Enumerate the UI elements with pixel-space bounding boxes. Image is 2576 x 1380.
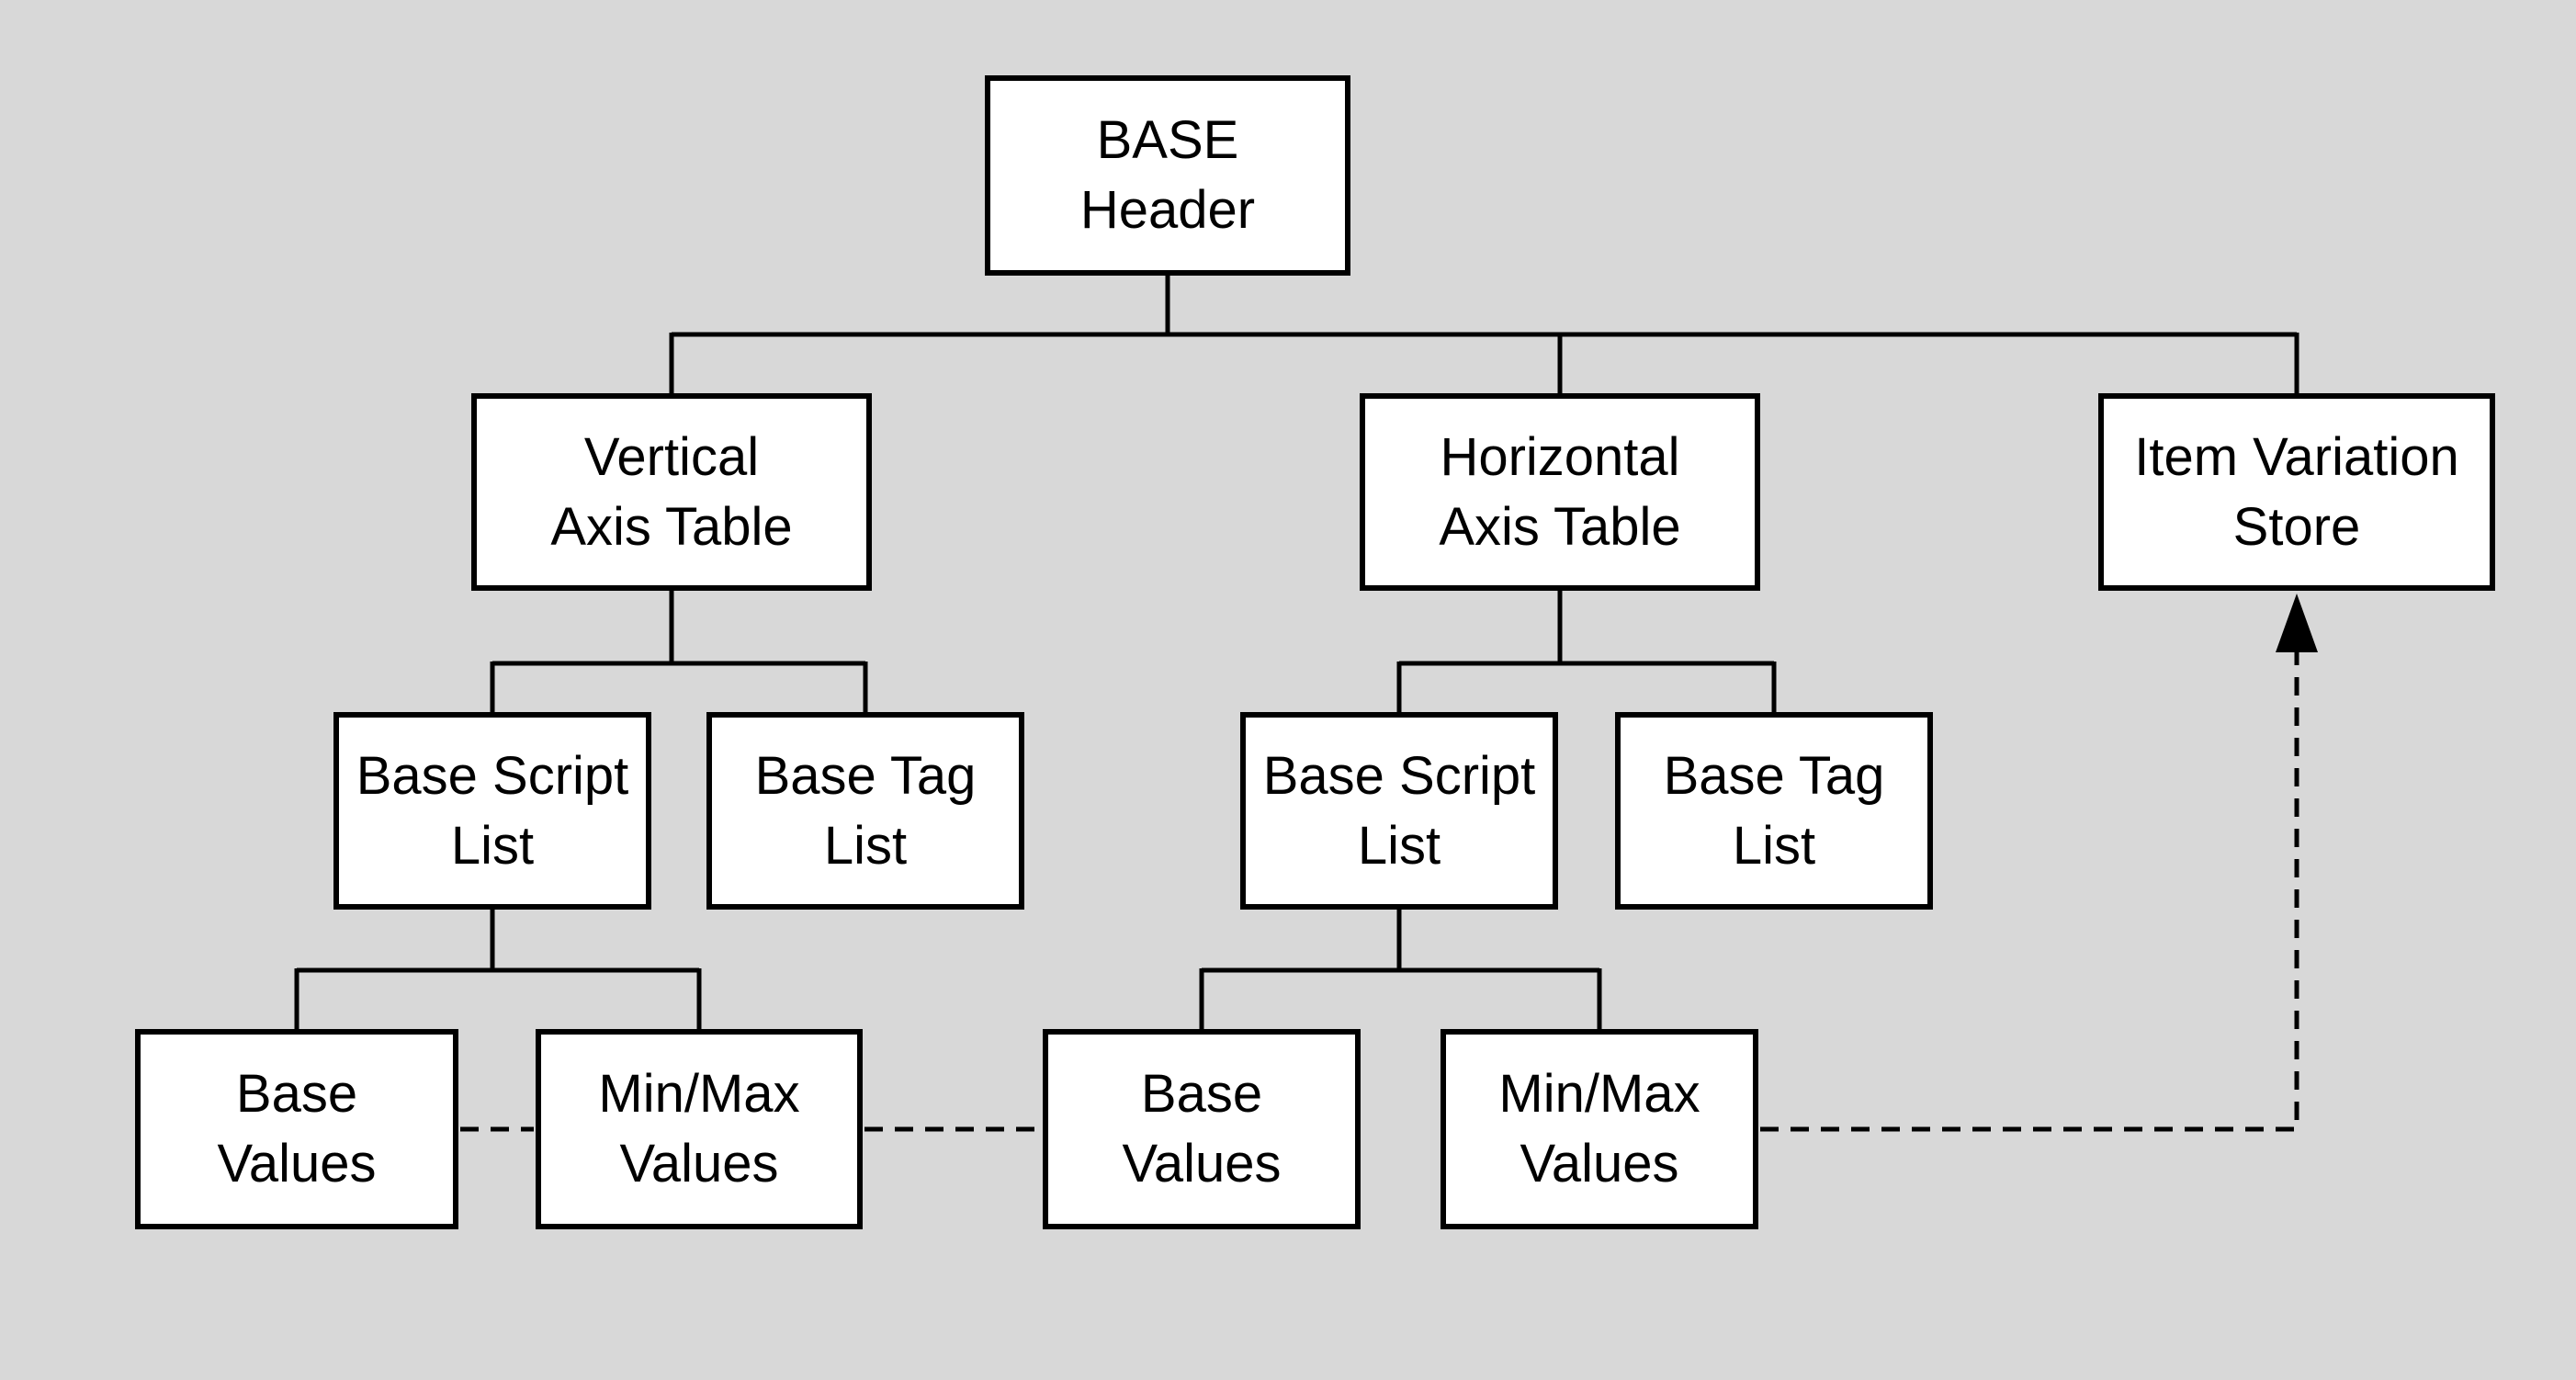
node-label-line: List: [450, 815, 535, 876]
node-label-line: Axis Table: [1439, 496, 1681, 557]
node-label-line: Values: [1122, 1134, 1282, 1193]
node-base-tag-list-vertical: Base Tag List: [706, 712, 1024, 910]
node-label-line: Values: [1520, 1134, 1679, 1193]
node-label-line: Item Variation: [2134, 426, 2459, 487]
node-minmax-values-horizontal: Min/Max Values: [1441, 1029, 1758, 1229]
arrowhead-up-icon: [2276, 594, 2318, 652]
node-label-line: Base Tag: [1663, 745, 1885, 806]
node-base-values-vertical: Base Values: [135, 1029, 458, 1229]
node-base-script-list-horizontal: Base Script List: [1240, 712, 1558, 910]
node-base-tag-list-horizontal: Base Tag List: [1615, 712, 1933, 910]
node-label-line: List: [823, 815, 908, 876]
node-base-header: BASE Header: [985, 75, 1350, 276]
node-label-line: Base: [235, 1064, 358, 1124]
node-label-line: Values: [619, 1134, 779, 1193]
node-label-line: Horizontal: [1440, 426, 1680, 487]
node-label-line: Base Script: [356, 745, 629, 806]
node-label-line: Min/Max: [1498, 1064, 1700, 1124]
node-label-line: Base Script: [1262, 745, 1536, 806]
tree-connectors: [294, 273, 2299, 1031]
dashed-link-minmax-right-to-item-variation-store: [1760, 652, 2299, 1132]
node-label-line: List: [1357, 815, 1441, 876]
node-label-line: Values: [217, 1134, 377, 1193]
node-label-line: Base Tag: [754, 745, 977, 806]
node-label-line: Base: [1140, 1064, 1263, 1124]
node-minmax-values-vertical: Min/Max Values: [536, 1029, 863, 1229]
node-label-line: Header: [1079, 180, 1256, 240]
node-label-line: List: [1732, 815, 1816, 876]
node-item-variation-store: Item Variation Store: [2098, 393, 2495, 591]
node-vertical-axis-table: Vertical Axis Table: [471, 393, 872, 591]
node-label-line: Axis Table: [550, 496, 793, 557]
node-label-line: Vertical: [583, 426, 760, 487]
node-horizontal-axis-table: Horizontal Axis Table: [1360, 393, 1760, 591]
node-base-script-list-vertical: Base Script List: [333, 712, 651, 910]
node-label-line: BASE: [1096, 110, 1239, 170]
node-label-line: Store: [2232, 496, 2361, 557]
node-label-line: Min/Max: [598, 1064, 800, 1124]
node-base-values-horizontal: Base Values: [1043, 1029, 1361, 1229]
